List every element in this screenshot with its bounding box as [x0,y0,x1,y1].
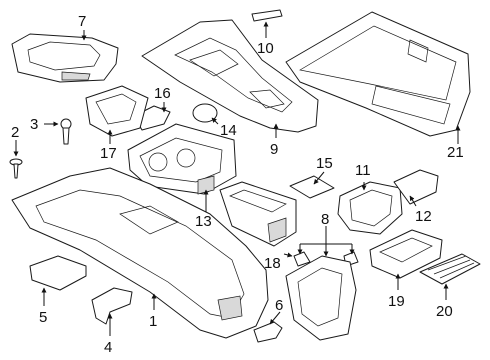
callout-18: 18 [264,255,281,272]
switch-bezel [337,181,403,235]
callout-15: 15 [316,155,333,172]
callout-17: 17 [100,145,117,162]
screw-fastener [9,158,23,179]
lower-trim-bezel [285,255,357,341]
cupholder-insert [85,85,149,137]
knob-cover [253,321,283,343]
callout-12: 12 [415,208,432,225]
shifter-mechanism [127,123,237,195]
armrest-lid [11,33,119,83]
callout-8: 8 [321,211,329,228]
tray-panel [369,229,443,279]
callout-1: 1 [149,313,157,330]
callout-14: 14 [220,122,237,139]
mounting-bracket [91,287,133,325]
floor-pad [29,255,87,291]
cover-panel [393,169,439,205]
callout-9: 9 [270,141,278,158]
callout-10: 10 [257,40,274,57]
round-cap [192,103,218,123]
callout-20: 20 [436,303,453,320]
callout-5: 5 [39,309,47,326]
callout-4: 4 [104,339,112,356]
console-body [11,167,269,339]
callout-3: 3 [30,116,38,133]
callout-16: 16 [154,85,171,102]
callout-19: 19 [388,293,405,310]
pad-insert [289,175,335,199]
callout-6: 6 [275,297,283,314]
callout-11: 11 [355,162,371,179]
clip-fastener [60,118,72,145]
trim-strip [251,9,283,22]
ribbed-mat [419,253,481,285]
console-trim-panel [141,19,319,133]
callout-7: 7 [78,13,86,30]
callout-2: 2 [11,124,19,141]
leader-lines [13,21,461,336]
storage-bin [219,181,297,247]
callout-13: 13 [195,213,212,230]
callout-21: 21 [447,144,464,161]
